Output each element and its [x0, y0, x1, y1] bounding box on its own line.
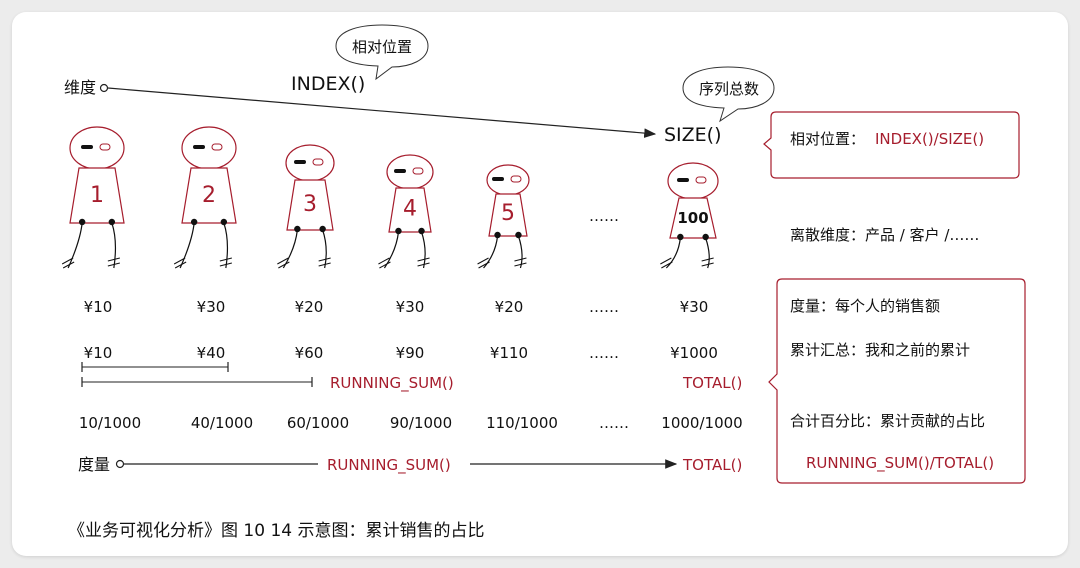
foot-mark [220, 258, 232, 266]
bubble-size-text: 序列总数 [699, 80, 759, 98]
person-figure: 5 [478, 165, 529, 268]
running-sum-label: RUNNING_SUM() [330, 374, 454, 393]
person-head [387, 155, 433, 189]
foot-mark [514, 258, 526, 266]
fraction-value: 110/1000 [486, 414, 558, 432]
person-number: 1 [90, 183, 104, 208]
sales-value: ¥10 [84, 298, 113, 316]
foot-mark [418, 258, 430, 266]
callout-measure-line: 度量：每个人的销售额 [790, 297, 940, 315]
index-label: INDEX() [291, 73, 365, 95]
sales-value: ¥30 [197, 298, 226, 316]
fraction-value: …… [599, 414, 629, 432]
foot-mark [319, 258, 331, 266]
callout-index-formula: INDEX()/SIZE() [875, 130, 984, 148]
dimension-label: 维度 [64, 78, 96, 97]
fraction-value: 10/1000 [79, 414, 141, 432]
sales-value: ¥30 [396, 298, 425, 316]
measure-label: 度量 [78, 455, 110, 474]
callout-percent-line: 合计百分比：累计贡献的占比 [790, 412, 985, 430]
sales-value: ¥30 [680, 298, 709, 316]
foot-mark [660, 258, 672, 268]
bubble-size: 序列总数 [683, 67, 774, 121]
foot-mark [378, 258, 390, 268]
person-number: 100 [677, 209, 708, 227]
eye-right-icon [212, 144, 222, 150]
person-leg [384, 232, 398, 268]
callout-running-line: 累计汇总：我和之前的累计 [790, 341, 970, 359]
person-leg [283, 230, 297, 268]
person-leg [323, 230, 327, 268]
cumulative-value: …… [589, 344, 619, 362]
measure-anchor [117, 461, 124, 468]
person-figure: 2 [174, 127, 236, 268]
person-figure: 4 [378, 155, 433, 268]
callout-percent-formula: RUNNING_SUM()/TOTAL() [806, 454, 994, 473]
index-size-callout: 相对位置： INDEX()/SIZE() [764, 112, 1019, 178]
person-figure: 3 [277, 145, 334, 268]
fraction-value: 1000/1000 [661, 414, 742, 432]
sales-value: ¥20 [495, 298, 524, 316]
figures-ellipsis: …… [589, 207, 619, 225]
figures-group: 1 2 3 4 5 100 [62, 127, 718, 268]
sales-value: …… [589, 298, 619, 316]
cumulative-value: ¥60 [295, 344, 324, 362]
sales-value: ¥20 [295, 298, 324, 316]
eye-right-icon [100, 144, 110, 150]
person-head [286, 145, 334, 181]
cumulative-row: ¥10 ¥40 ¥60 ¥90 ¥110 …… ¥1000 [84, 344, 718, 362]
fraction-row: 10/1000 40/1000 60/1000 90/1000 110/1000 …… 10… [79, 414, 743, 432]
cumulative-value: ¥10 [84, 344, 113, 362]
cumulative-value: ¥110 [490, 344, 528, 362]
fraction-value: 40/1000 [191, 414, 253, 432]
figure-caption: 《业务可视化分析》图 10 14 示意图：累计销售的占比 [68, 521, 484, 541]
measure-running-sum: RUNNING_SUM() [327, 456, 451, 475]
person-leg [112, 223, 116, 268]
person-number: 5 [501, 201, 515, 226]
cumulative-value: ¥90 [396, 344, 425, 362]
dimension-arrow [108, 88, 655, 134]
measure-callout: 度量：每个人的销售额 累计汇总：我和之前的累计 合计百分比：累计贡献的占比 RU… [769, 279, 1025, 483]
person-head [668, 163, 718, 199]
person-number: 3 [303, 192, 317, 217]
person-leg [518, 236, 522, 268]
size-label: SIZE() [664, 124, 722, 146]
callout-index-label: 相对位置： [790, 130, 865, 148]
cumulative-value: ¥1000 [670, 344, 718, 362]
bubble-index-text: 相对位置 [352, 38, 412, 56]
person-leg [180, 223, 194, 268]
measure-total: TOTAL() [682, 456, 742, 474]
discrete-dimension-text: 离散维度：产品 / 客户 /…… [790, 226, 979, 244]
person-figure: 100 [660, 163, 718, 268]
person-head [182, 127, 236, 169]
foot-mark [478, 258, 490, 268]
eye-right-icon [313, 159, 323, 165]
fraction-value: 90/1000 [390, 414, 452, 432]
total-label: TOTAL() [682, 374, 742, 392]
dimension-anchor [101, 85, 108, 92]
person-figure: 1 [62, 127, 124, 268]
eye-right-icon [511, 176, 521, 182]
person-leg [68, 223, 82, 268]
values-row: ¥10 ¥30 ¥20 ¥30 ¥20 …… ¥30 [84, 298, 709, 316]
person-leg [706, 238, 710, 268]
eye-right-icon [696, 177, 706, 183]
person-leg [422, 232, 426, 268]
cumulative-value: ¥40 [197, 344, 226, 362]
foot-mark [702, 258, 714, 266]
bubble-index: 相对位置 [336, 25, 428, 79]
person-number: 4 [403, 196, 417, 221]
person-leg [666, 238, 680, 268]
fraction-value: 60/1000 [287, 414, 349, 432]
eye-right-icon [413, 168, 423, 174]
person-head [70, 127, 124, 169]
person-number: 2 [202, 183, 216, 208]
foot-mark [108, 258, 120, 266]
person-leg [484, 236, 498, 268]
person-leg [224, 223, 228, 268]
